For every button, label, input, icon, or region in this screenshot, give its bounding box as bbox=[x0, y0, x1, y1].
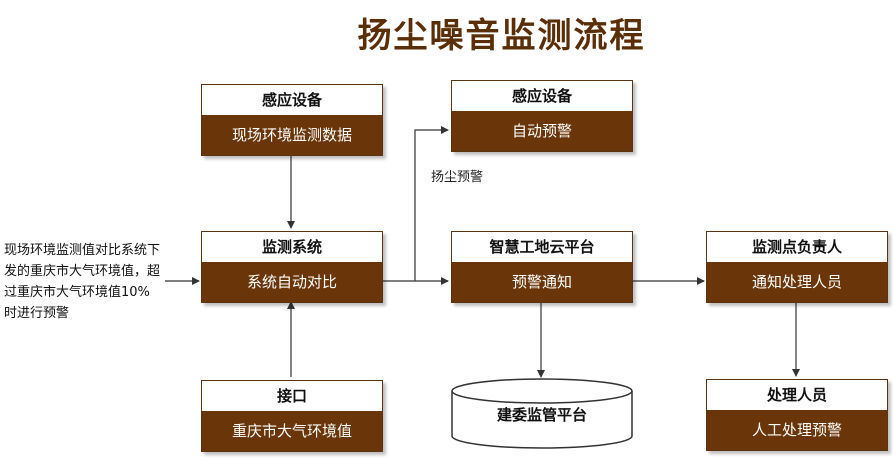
node-head: 处理人员 bbox=[707, 380, 887, 410]
page-title: 扬尘噪音监测流程 bbox=[357, 16, 646, 56]
database-cylinder bbox=[451, 378, 633, 449]
node-body: 现场环境监测数据 bbox=[202, 115, 382, 155]
node-head: 智慧工地云平台 bbox=[452, 232, 632, 262]
node-body: 重庆市大气环境值 bbox=[202, 411, 382, 451]
database-label: 建委监管平台 bbox=[496, 406, 587, 424]
node-handler: 处理人员 人工处理预警 bbox=[706, 379, 888, 451]
node-body: 人工处理预警 bbox=[707, 410, 887, 450]
node-site-manager: 监测点负责人 通知处理人员 bbox=[706, 231, 888, 303]
node-head: 接口 bbox=[202, 381, 382, 411]
node-cloud-platform: 智慧工地云平台 预警通知 bbox=[451, 231, 633, 303]
node-head: 监测系统 bbox=[202, 232, 382, 262]
arrow-monitor-to-alarm bbox=[414, 126, 449, 281]
node-body: 通知处理人员 bbox=[707, 262, 887, 302]
node-sensor-right: 感应设备 自动预警 bbox=[451, 80, 633, 152]
node-monitor-system: 监测系统 系统自动对比 bbox=[201, 231, 383, 303]
node-head: 感应设备 bbox=[452, 81, 632, 111]
side-note: 现场环境监测值对比系统下发的重庆市大气环境值，超过重庆市大气环境值10%时进行预… bbox=[4, 243, 161, 321]
node-body: 自动预警 bbox=[452, 111, 632, 151]
node-interface: 接口 重庆市大气环境值 bbox=[201, 380, 383, 452]
node-body: 系统自动对比 bbox=[202, 262, 382, 302]
node-body: 预警通知 bbox=[452, 262, 632, 302]
node-head: 监测点负责人 bbox=[707, 232, 887, 262]
node-head: 感应设备 bbox=[202, 85, 382, 115]
edge-label-dust-warning: 扬尘预警 bbox=[431, 170, 484, 185]
node-sensor-top: 感应设备 现场环境监测数据 bbox=[201, 84, 383, 156]
